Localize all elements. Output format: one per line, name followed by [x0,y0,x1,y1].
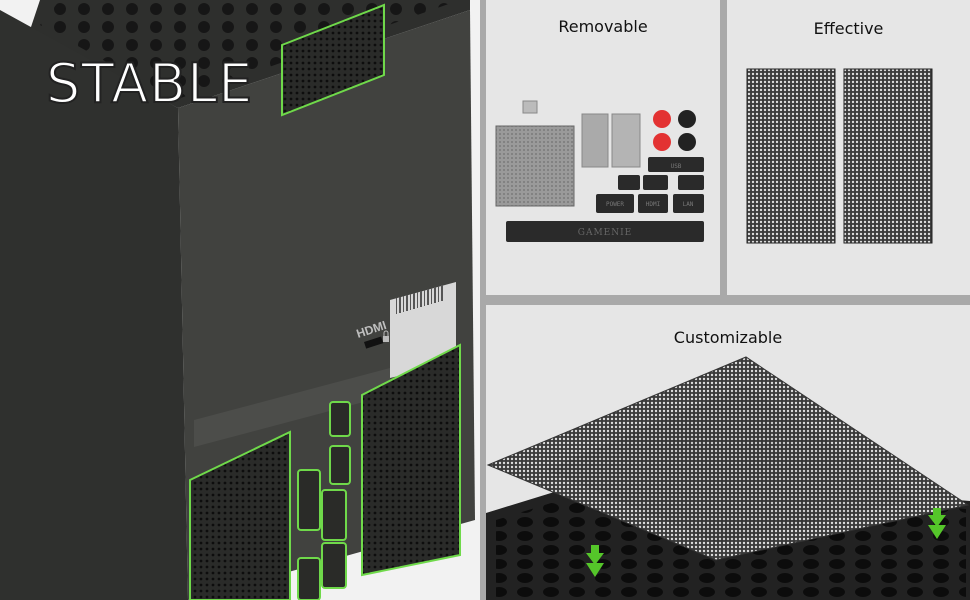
tag-hdmi [638,194,668,213]
console-back-view: HDMI STABLE [0,0,480,600]
lock-icon [383,330,389,342]
effective-caption: Effective [813,19,884,38]
large-filter-sheet [495,125,575,207]
tag-power-label: POWER [606,201,624,208]
console-left-face [0,10,188,600]
black-cap-2 [678,133,696,151]
mesh-filter-left [746,68,836,244]
tag-hdmi-label: HDMI [646,201,661,208]
top-filter-illustration [486,356,970,600]
tag-small-1 [618,175,640,190]
red-cap-2 [653,133,671,151]
removable-caption: Removable [558,17,648,36]
black-cap-1 [678,110,696,128]
tag-power [596,194,634,213]
console-illustration: HDMI [0,0,475,600]
side-filter-b [611,113,641,168]
mesh-filter-right [843,68,933,244]
long-tag-label: GAMENIE [578,228,632,238]
red-cap-1 [653,110,671,128]
customizable-caption: Customizable [673,328,783,347]
long-tag [506,221,704,242]
tag-top [648,157,704,172]
barcode [396,285,443,314]
upper-vent-highlight [281,3,385,117]
headline-stable: STABLE [45,51,254,116]
left-vent-highlight [189,430,291,600]
tag-small-3 [678,175,704,190]
hdmi-port [364,336,384,349]
tag-usb: USB [671,163,682,170]
tag-small-2 [643,175,668,190]
side-filter-a [581,113,609,168]
effective-panel: Effective [727,0,970,295]
accessory-kit: USB POWER HDMI LAN GAMENIE [495,100,704,242]
customizable-panel: Customizable [486,305,970,600]
port-cover-highlights [297,401,351,600]
mesh-shadow [546,385,916,543]
arrow-down-icon-2 [928,508,946,539]
small-filter [522,100,538,114]
arrow-down-icon [586,545,604,577]
tag-lan-label: LAN [683,201,694,208]
floating-mesh-sheet [486,356,970,561]
usb-port-icon [329,401,351,437]
regulatory-plate [194,368,390,447]
right-vent-highlight [361,343,461,577]
removable-panel: Removable USB POWER HDMI LAN GAMENIE [486,0,720,295]
mesh-filters [746,68,933,244]
tag-lan [673,194,704,213]
